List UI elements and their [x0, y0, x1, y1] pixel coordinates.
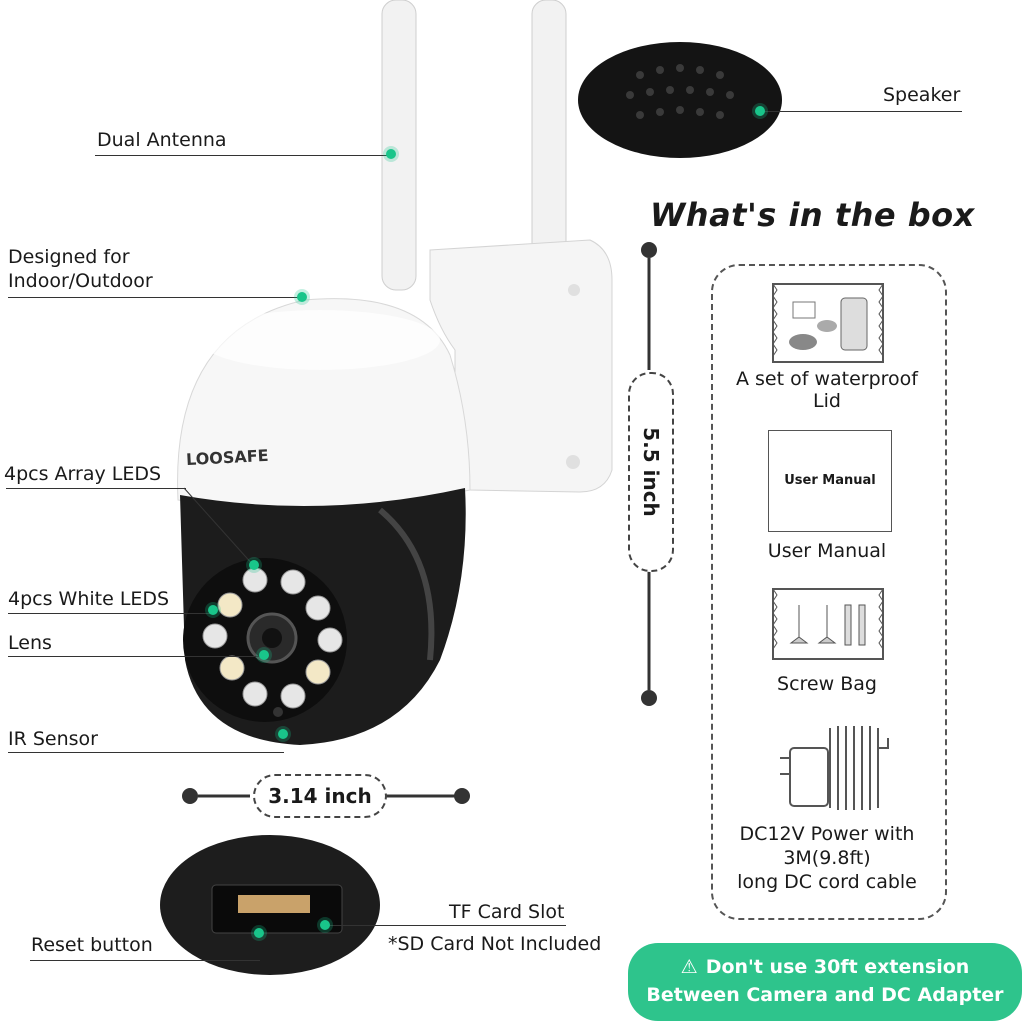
led-ring — [202, 567, 343, 709]
user-manual-icon: User Manual — [768, 430, 892, 532]
item-power-label-2: 3M(9.8ft) — [783, 847, 871, 869]
ir-sensor-label: IR Sensor — [8, 728, 98, 750]
width-dimension-text: 3.14 inch — [268, 784, 372, 808]
speaker-closeup — [578, 42, 782, 158]
item-screw-label: Screw Bag — [777, 673, 877, 695]
width-dimension: 3.14 inch — [253, 774, 387, 818]
warning-line-2: Between Camera and DC Adapter — [646, 984, 1004, 1006]
lens-label: Lens — [8, 632, 52, 654]
tf-card-slot-label: TF Card Slot — [449, 901, 565, 923]
warning-triangle-icon: ⚠ — [680, 956, 698, 978]
item-lid-label-1: A set of waterproof — [736, 368, 918, 390]
designed-for-label-2: Indoor/Outdoor — [8, 270, 153, 292]
height-dimension-text: 5.5 inch — [639, 427, 663, 517]
warning-banner: ⚠ Don't use 30ft extension Between Camera… — [628, 943, 1022, 1021]
box-title: What's in the box — [650, 196, 975, 234]
screw-bag-icon — [772, 588, 884, 660]
reset-button-label: Reset button — [31, 934, 153, 956]
item-power-label-3: long DC cord cable — [737, 871, 917, 893]
sd-note-label: *SD Card Not Included — [388, 933, 602, 955]
item-lid-label-2: Lid — [813, 390, 841, 412]
wall-mount — [429, 239, 613, 493]
speaker-label: Speaker — [883, 84, 961, 106]
warning-line-1: Don't use 30ft extension — [705, 956, 970, 978]
designed-for-label-1: Designed for — [8, 246, 130, 268]
waterproof-lid-bag-icon — [772, 283, 884, 363]
manual-cover-text: User Manual — [784, 473, 876, 488]
item-power-label-1: DC12V Power with — [739, 823, 915, 845]
power-adapter-icon — [780, 726, 889, 810]
array-leds-label: 4pcs Array LEDS — [4, 463, 162, 485]
item-manual-label: User Manual — [767, 540, 887, 562]
dual-antenna-label: Dual Antenna — [97, 129, 227, 151]
white-leds-label: 4pcs White LEDS — [8, 588, 170, 610]
height-dimension: 5.5 inch — [628, 372, 674, 572]
antenna-left — [381, 0, 417, 291]
box-contents-panel — [711, 264, 947, 920]
